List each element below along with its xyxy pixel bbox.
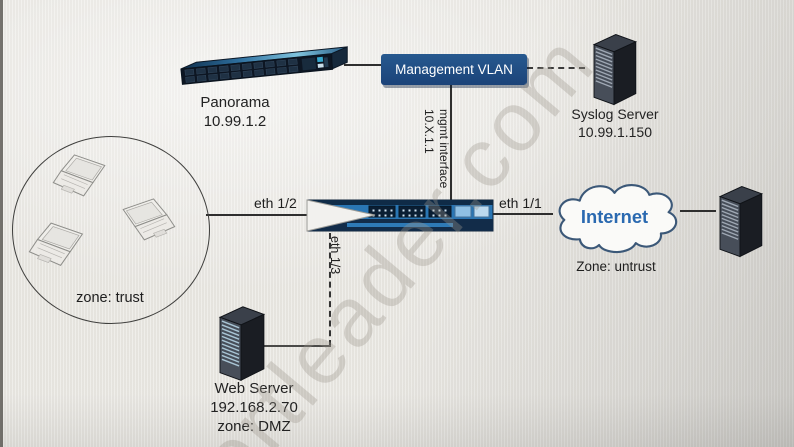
web-server-name: Web Server <box>214 380 294 397</box>
panorama-label: Panorama 10.99.1.2 <box>170 94 300 132</box>
syslog-server-icon <box>592 34 638 106</box>
link-firewall-dmz-dashed <box>329 233 331 346</box>
external-server-icon <box>718 186 764 258</box>
eth11-label: eth 1/1 <box>499 195 542 211</box>
web-server-icon <box>218 306 266 382</box>
mgmt-interface-ip: 10.X.1.1 <box>422 109 436 154</box>
firewall-icon <box>306 199 494 232</box>
panorama-name: Panorama <box>200 94 270 111</box>
panorama-appliance-icon <box>180 46 348 85</box>
mgmt-interface-text: mgmt interface <box>437 109 451 189</box>
mgmt-interface-label: mgmt interface 10.X.1.1 <box>421 109 451 201</box>
eth12-label: eth 1/2 <box>254 195 297 211</box>
link-internet-server <box>680 210 716 212</box>
syslog-name: Syslog Server <box>571 106 659 122</box>
management-vlan-box: Management VLAN <box>381 54 527 85</box>
syslog-label: Syslog Server 10.99.1.150 <box>556 106 674 141</box>
syslog-ip: 10.99.1.150 <box>578 123 652 140</box>
web-server-zone: zone: DMZ <box>217 417 291 435</box>
untrust-zone-label: Zone: untrust <box>576 259 656 274</box>
internet-cloud-icon: Internet <box>558 184 678 254</box>
link-vlan-syslog-dashed <box>527 67 585 69</box>
link-panorama-vlan <box>344 64 384 66</box>
panorama-ip: 10.99.1.2 <box>203 112 267 130</box>
management-vlan-label: Management VLAN <box>395 62 513 77</box>
link-trust-firewall <box>206 214 308 216</box>
link-dmz-elbow <box>262 345 331 347</box>
link-vlan-firewall <box>450 85 452 200</box>
eth13-label: eth 1/3 <box>328 236 342 275</box>
trust-zone-circle <box>12 136 210 324</box>
internet-label: Internet <box>581 206 648 227</box>
web-server-ip: 192.168.2.70 <box>210 398 298 416</box>
link-firewall-internet <box>493 213 553 215</box>
web-server-label: Web Server 192.168.2.70 zone: DMZ <box>188 380 320 436</box>
photo-edge-shadow <box>0 0 3 447</box>
